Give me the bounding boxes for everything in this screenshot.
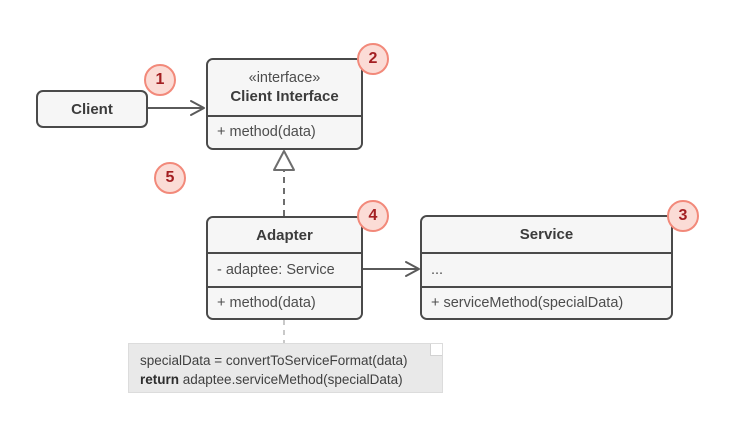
badge-4-label: 4 <box>368 207 378 224</box>
badge-3-label: 3 <box>678 207 688 224</box>
note-line-1: specialData = convertToServiceFormat(dat… <box>140 353 408 368</box>
adapter-name: Adapter <box>256 226 313 244</box>
badge-5[interactable]: 5 <box>154 162 186 194</box>
adapter-attribute-row: - adaptee: Service <box>208 252 361 286</box>
badge-1[interactable]: 1 <box>144 64 176 96</box>
client-interface-stereotype: «interface» <box>248 69 321 86</box>
adapter-method: + method(data) <box>217 294 316 311</box>
adapter-method-row: + method(data) <box>208 286 361 318</box>
client-interface-box[interactable]: «interface» Client Interface + method(da… <box>206 58 363 150</box>
client-interface-method: + method(data) <box>217 124 316 140</box>
service-method: + serviceMethod(specialData) <box>431 294 624 311</box>
badge-2-label: 2 <box>368 50 378 67</box>
badge-5-label: 5 <box>165 169 175 186</box>
note-line-2-rest: adaptee.serviceMethod(specialData) <box>179 372 403 387</box>
badge-4[interactable]: 4 <box>357 200 389 232</box>
service-box[interactable]: Service ... + serviceMethod(specialData) <box>420 215 673 320</box>
adapter-attribute: - adaptee: Service <box>217 261 335 278</box>
note-keyword-return: return <box>140 372 180 387</box>
badge-1-label: 1 <box>155 71 165 88</box>
client-interface-header: «interface» Client Interface <box>208 60 361 115</box>
badge-2[interactable]: 2 <box>357 43 389 75</box>
client-interface-method-row: + method(data) <box>208 115 361 148</box>
adapter-header: Adapter <box>208 218 361 252</box>
client-box-label: Client <box>71 100 113 118</box>
client-interface-name: Client Interface <box>230 87 339 105</box>
connector-adapter-implements-interface <box>273 150 295 216</box>
badge-3[interactable]: 3 <box>667 200 699 232</box>
adapter-box[interactable]: Adapter - adaptee: Service + method(data… <box>206 216 363 320</box>
client-box[interactable]: Client <box>36 90 148 128</box>
service-attribute: ... <box>431 261 444 278</box>
note-folded-corner-icon <box>430 344 442 356</box>
note-line-2: return adaptee.serviceMethod(specialData… <box>140 370 431 389</box>
service-name: Service <box>519 226 574 243</box>
service-header: Service <box>422 217 671 252</box>
service-attribute-row: ... <box>422 252 671 286</box>
adapter-code-note: specialData = convertToServiceFormat(dat… <box>128 343 443 393</box>
service-method-row: + serviceMethod(specialData) <box>422 286 671 318</box>
connector-adapter-to-service <box>363 261 420 277</box>
connector-client-to-interface <box>148 100 205 116</box>
